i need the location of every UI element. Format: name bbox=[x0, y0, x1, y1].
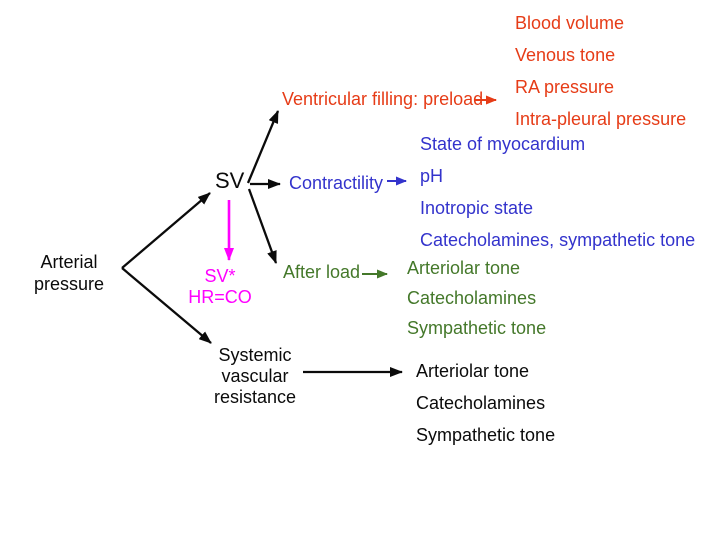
list-item: Blood volume bbox=[515, 13, 625, 33]
arrow-sv-to-afterload bbox=[247, 188, 278, 264]
list-item: Arteriolar tone bbox=[416, 361, 530, 381]
node-ventricular-filling-preload: Ventricular filling: preload bbox=[282, 89, 484, 109]
list-item: Venous tone bbox=[515, 45, 616, 65]
list-item: Sympathetic tone bbox=[407, 318, 547, 338]
list-item: RA pressure bbox=[515, 77, 615, 97]
list-item: Catecholamines, sympathetic tone bbox=[420, 230, 696, 250]
list-item: Intra-pleural pressure bbox=[515, 109, 687, 129]
node-contractility: Contractility bbox=[289, 173, 384, 193]
list-item: State of myocardium bbox=[420, 134, 586, 154]
list-item: Inotropic state bbox=[420, 198, 534, 218]
node-systemic-vascular-resistance: Systemic vascular resistance bbox=[213, 345, 297, 407]
list-item: Catecholamines bbox=[407, 288, 537, 308]
list-svr-factors: Arteriolar tone Catecholamines Sympathet… bbox=[416, 355, 555, 451]
list-item: pH bbox=[420, 166, 444, 186]
list-item: Arteriolar tone bbox=[407, 258, 521, 278]
node-sv: SV bbox=[215, 168, 245, 193]
node-arterial-pressure: Arterial pressure bbox=[33, 252, 105, 294]
list-item: Catecholamines bbox=[416, 393, 546, 413]
list-contractility-factors: State of myocardium pH Inotropic state C… bbox=[420, 128, 695, 256]
arrow-sv-to-preload bbox=[246, 110, 280, 184]
node-sv-hr-co: SV* HR=CO bbox=[188, 266, 252, 307]
node-after-load: After load bbox=[283, 262, 361, 282]
arrow-arterial-to-svr bbox=[121, 267, 212, 344]
list-preload-factors: Blood volume Venous tone RA pressure Int… bbox=[515, 7, 686, 135]
list-afterload-factors: Arteriolar tone Catecholamines Sympathet… bbox=[407, 253, 546, 343]
arrow-arterial-to-sv bbox=[121, 192, 211, 269]
list-item: Sympathetic tone bbox=[416, 425, 556, 445]
